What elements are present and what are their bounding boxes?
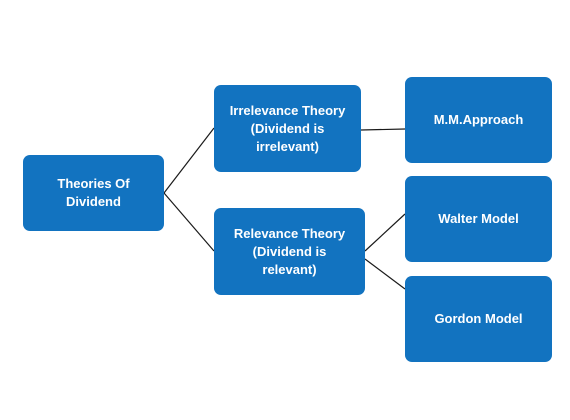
node-gordon-model: Gordon Model: [405, 276, 552, 362]
node-relevance-theory: Relevance Theory (Dividend is relevant): [214, 208, 365, 295]
edge-root-relevance: [163, 192, 215, 252]
edge-root-irrelevance: [163, 127, 215, 194]
node-theories-of-dividend: Theories Of Dividend: [23, 155, 164, 231]
edge-irrelevance-mm: [360, 128, 406, 131]
edge-relevance-walter: [364, 213, 406, 252]
node-irrelevance-theory: Irrelevance Theory (Dividend is irreleva…: [214, 85, 361, 172]
node-walter-model: Walter Model: [405, 176, 552, 262]
edge-relevance-gordon: [364, 258, 406, 290]
node-mm-approach: M.M.Approach: [405, 77, 552, 163]
